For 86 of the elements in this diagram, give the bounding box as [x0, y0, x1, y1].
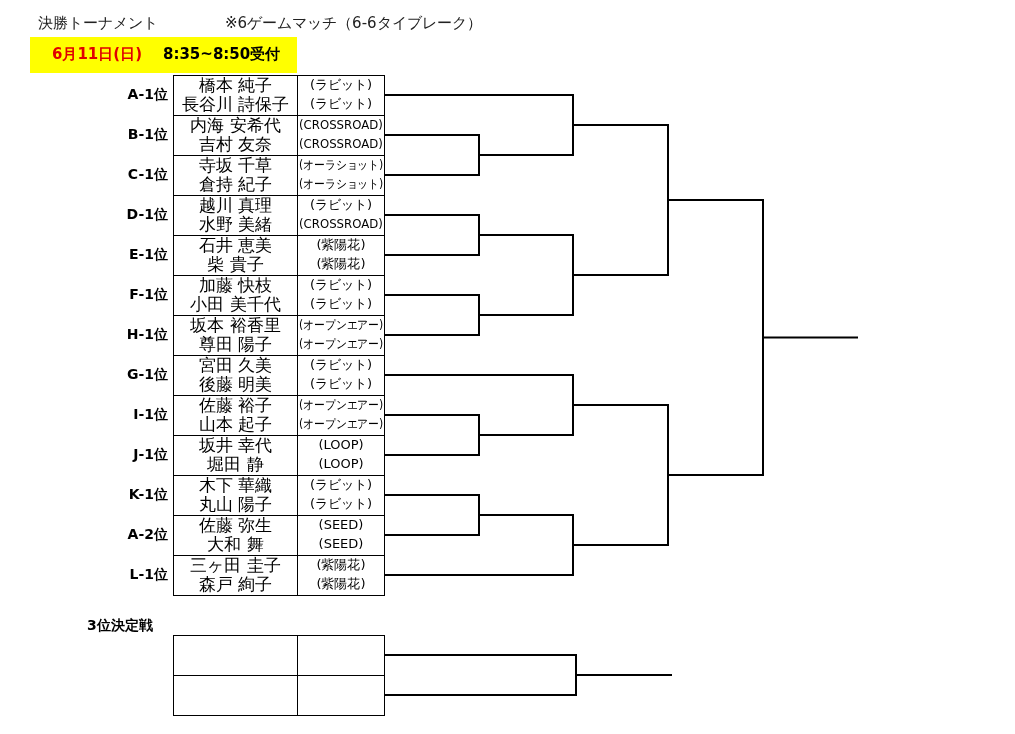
club-name: (オープンエアー) [299, 416, 384, 433]
team-entry-box [173, 315, 385, 356]
team-entry-box [173, 155, 385, 196]
player-name: 後藤 明美 [197, 374, 274, 394]
seed-label: L-1位 [129, 566, 168, 584]
player-name: 越川 真理 [197, 195, 274, 215]
player-name: 倉持 紀子 [197, 174, 274, 194]
player-name: 長谷川 詩保子 [180, 94, 291, 114]
club-name: (ラビット) [308, 295, 374, 313]
team-entry-box [173, 515, 385, 556]
club-name: (ラビット) [308, 276, 374, 294]
player-name: 宮田 久美 [197, 355, 274, 375]
time-text: 8:35~8:50受付 [163, 45, 281, 64]
team-entry-box [173, 195, 385, 236]
seed-label: F-1位 [129, 286, 168, 304]
team-entry-box [173, 475, 385, 516]
player-name: 小田 美千代 [189, 294, 282, 314]
club-name: (ラビット) [308, 495, 374, 513]
team-entry-box [173, 115, 385, 156]
seed-label: A-1位 [127, 86, 168, 104]
club-name: (オーラショット) [299, 157, 384, 174]
seed-label: A-2位 [127, 526, 168, 544]
player-name: 坂井 幸代 [197, 435, 274, 455]
seed-label: J-1位 [133, 446, 168, 464]
club-name: (ラビット) [308, 76, 374, 94]
club-name: (紫陽花) [315, 255, 367, 273]
player-name: 吉村 友奈 [197, 134, 274, 154]
team-entry-box [173, 555, 385, 596]
club-name: (ラビット) [308, 95, 374, 113]
player-name: 内海 安希代 [189, 115, 282, 135]
player-name: 石井 恵美 [197, 235, 274, 255]
section-heading: 3位決定戦 [87, 617, 153, 635]
note-text: ※6ゲームマッチ（6-6タイブレーク） [225, 14, 482, 33]
date-text: 6月11日(日) [52, 45, 143, 64]
team-entry-box [173, 355, 385, 396]
club-name: (LOOP) [317, 436, 365, 454]
club-name: (SEED) [317, 535, 365, 553]
seed-label: K-1位 [128, 486, 168, 504]
club-name: (ラビット) [308, 196, 374, 214]
player-name: 坂本 裕香里 [189, 315, 282, 335]
player-name: 尊田 陽子 [197, 334, 274, 354]
player-name: 水野 美緒 [197, 214, 274, 234]
seed-label: D-1位 [126, 206, 168, 224]
team-entry-box [173, 395, 385, 436]
club-name: (CROSSROAD) [299, 136, 383, 153]
player-name: 寺坂 千草 [197, 155, 274, 175]
club-name: (LOOP) [317, 455, 365, 473]
player-name: 山本 起子 [197, 414, 274, 434]
team-entry-box [173, 275, 385, 316]
player-name: 三ヶ田 圭子 [189, 555, 282, 575]
club-name: (CROSSROAD) [299, 117, 383, 134]
player-name: 堀田 静 [206, 454, 265, 474]
team-entry-box [173, 235, 385, 276]
player-name: 佐藤 裕子 [197, 395, 274, 415]
club-name: (ラビット) [308, 476, 374, 494]
player-name: 丸山 陽子 [197, 494, 274, 514]
club-name: (CROSSROAD) [299, 216, 383, 233]
team-entry-box [173, 75, 385, 116]
player-name: 木下 華織 [197, 475, 274, 495]
team-entry-box [173, 435, 385, 476]
player-name: 加藤 快枝 [197, 275, 274, 295]
seed-label: B-1位 [127, 126, 168, 144]
seed-label: H-1位 [126, 326, 168, 344]
club-name: (SEED) [317, 516, 365, 534]
seed-label: I-1位 [133, 406, 168, 424]
club-name: (ラビット) [308, 356, 374, 374]
date-banner [30, 37, 297, 73]
title-text: 決勝トーナメント [38, 14, 158, 33]
club-name: (オープンエアー) [299, 336, 384, 353]
empty-entry-box [173, 635, 385, 676]
player-name: 森戸 絢子 [197, 574, 274, 594]
empty-entry-box [173, 675, 385, 716]
player-name: 大和 舞 [206, 534, 265, 554]
seed-label: E-1位 [128, 246, 168, 264]
club-name: (紫陽花) [315, 556, 367, 574]
player-name: 佐藤 弥生 [197, 515, 274, 535]
club-name: (紫陽花) [315, 236, 367, 254]
club-name: (ラビット) [308, 375, 374, 393]
club-name: (紫陽花) [315, 575, 367, 593]
club-name: (オープンエアー) [299, 397, 384, 414]
club-name: (オープンエアー) [299, 317, 384, 334]
player-name: 柴 貴子 [206, 254, 265, 274]
seed-label: G-1位 [126, 366, 168, 384]
seed-label: C-1位 [127, 166, 168, 184]
player-name: 橋本 純子 [197, 75, 274, 95]
club-name: (オーラショット) [299, 176, 384, 193]
